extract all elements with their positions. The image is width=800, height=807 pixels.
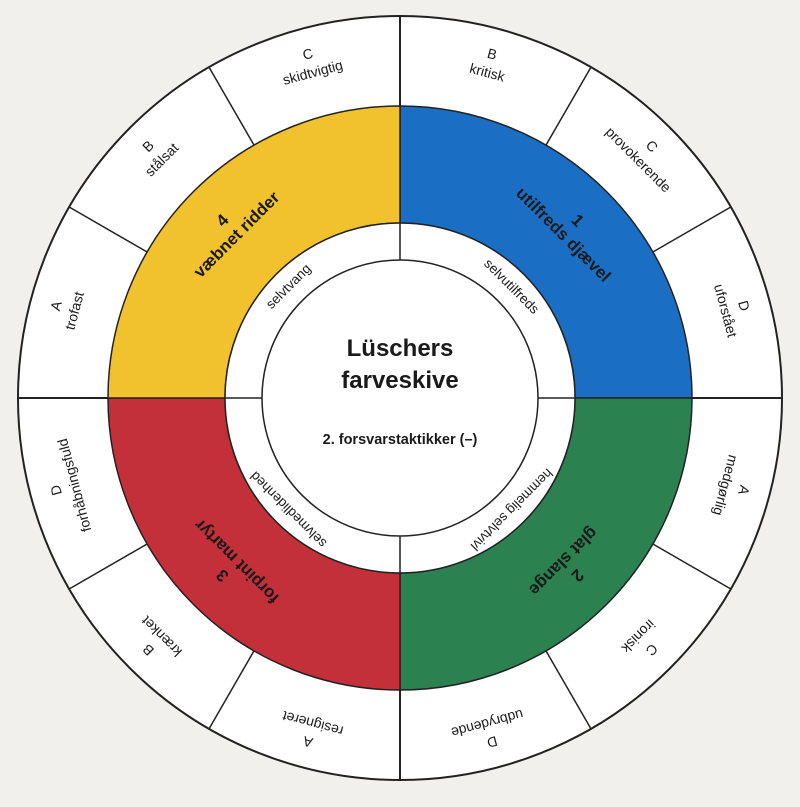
outer-q1-letter-d: D <box>735 299 753 313</box>
outer-q3-letter-d: D <box>47 483 65 497</box>
outer-segment-divider <box>545 66 592 146</box>
outer-segment-divider <box>68 543 148 590</box>
outer-q1-letter-b: B <box>486 45 499 63</box>
outer-q4-letter-c: C <box>301 45 315 63</box>
center-subtitle: 2. forsvarstaktikker (–) <box>323 432 478 448</box>
outer-segment-divider <box>652 543 732 590</box>
center-title-line2: farveskive <box>341 367 458 394</box>
outer-q2-letter-d: D <box>485 733 499 751</box>
outer-segment-divider <box>68 206 148 253</box>
outer-segment-divider <box>652 206 732 253</box>
outer-segment-divider <box>208 650 255 730</box>
center-title-line1: Lüschers <box>347 335 454 362</box>
outer-segment-divider <box>208 66 255 146</box>
center-disk <box>261 259 539 537</box>
outer-segment-divider <box>545 650 592 730</box>
